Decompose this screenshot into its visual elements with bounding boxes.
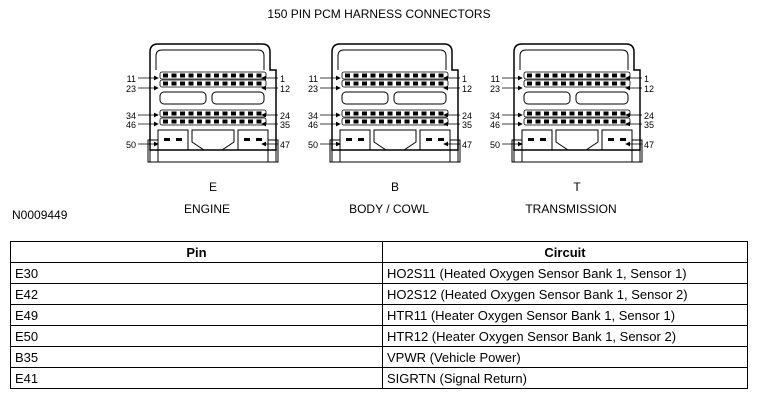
pin-number-label: 34 [126,111,136,121]
pin-number-label: 50 [126,140,136,150]
pin-number-label: 46 [490,120,500,130]
pin-number-label: 46 [308,120,318,130]
pin-number-label: 11 [309,74,318,84]
pin-number-label: 24 [644,111,654,121]
pin-cell: E50 [10,325,383,347]
connector-letter: T [573,180,581,194]
pin-number-label: 12 [644,84,654,94]
header-circuit: Circuit [382,241,748,263]
pin-number-label: 34 [490,111,500,121]
pin-number-label: 35 [644,120,654,130]
pin-number-label: 1 [280,74,285,84]
circuit-cell: SIGRTN (Signal Return) [382,367,748,389]
pin-number-label: 1 [462,74,467,84]
pin-cell: E41 [10,367,383,389]
pin-number-label: 23 [126,84,136,94]
pin-cell: E30 [10,262,383,284]
connector-name: TRANSMISSION [525,202,616,216]
connector-diagram: 1123344650112243547EENGINE11233446501122… [126,43,654,216]
pin-cell: E42 [10,283,383,305]
pin-number-label: 23 [308,84,318,94]
pin-number-label: 34 [308,111,318,121]
pin-number-label: 11 [491,74,500,84]
pin-number-label: 50 [308,140,318,150]
connector-letter: E [209,180,217,194]
connector-name: BODY / COWL [349,202,429,216]
pin-number-label: 1 [644,74,649,84]
pin-number-label: 23 [490,84,500,94]
connector-letter: B [391,180,399,194]
pin-cell: E49 [10,304,383,326]
reference-number: N0009449 [12,208,68,222]
pin-number-label: 46 [126,120,136,130]
pin-number-label: 35 [462,120,472,130]
pin-number-label: 50 [490,140,500,150]
pin-number-label: 12 [280,84,290,94]
pin-number-label: 35 [280,120,290,130]
diagram-title: 150 PIN PCM HARNESS CONNECTORS [267,7,491,21]
pin-number-label: 12 [462,84,472,94]
pin-number-label: 47 [462,140,472,150]
circuit-cell: HTR11 (Heater Oxygen Sensor Bank 1, Sens… [382,304,748,326]
pin-number-label: 24 [462,111,472,121]
pin-number-label: 11 [127,74,136,84]
connector-name: ENGINE [184,202,230,216]
circuit-cell: VPWR (Vehicle Power) [382,346,748,368]
table-header-row: Pin Circuit [10,241,748,263]
pin-cell: B35 [10,346,383,368]
pin-number-label: 24 [280,111,290,121]
pin-number-label: 47 [280,140,290,150]
circuit-cell: HTR12 (Heater Oxygen Sensor Bank 1, Sens… [382,325,748,347]
circuit-cell: HO2S11 (Heated Oxygen Sensor Bank 1, Sen… [382,262,748,284]
circuit-cell: HO2S12 (Heated Oxygen Sensor Bank 1, Sen… [382,283,748,305]
header-pin: Pin [10,241,383,263]
pin-number-label: 47 [644,140,654,150]
